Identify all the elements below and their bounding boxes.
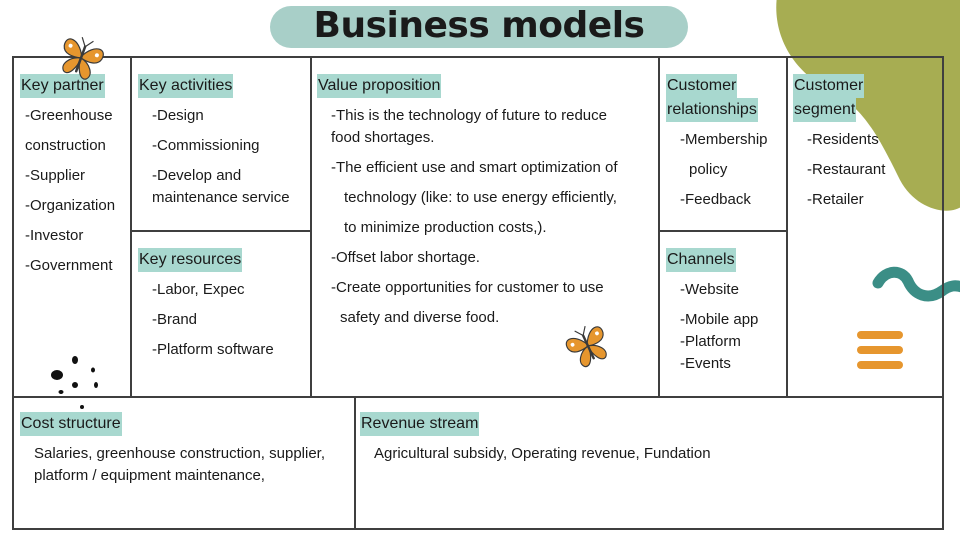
list-item: -Develop and (152, 167, 242, 184)
olive-blob-decoration (776, 0, 960, 211)
customer-segment-heading-line2: segment (793, 98, 857, 122)
orange-lines-decoration (857, 331, 903, 369)
key-partner-cell (14, 58, 132, 396)
black-dots-decoration (51, 356, 98, 409)
page-title: Business models (313, 5, 645, 46)
list-item: -Investor (25, 227, 84, 244)
list-item: -The efficient use and smart optimizatio… (331, 159, 618, 176)
cost-structure-cell (14, 396, 356, 528)
revenue-stream-heading: Revenue stream (360, 412, 480, 436)
list-item: -Events (680, 355, 731, 372)
list-item: technology (like: to use energy efficien… (344, 189, 617, 206)
list-item: -Greenhouse (25, 107, 113, 124)
list-item: safety and diverse food. (340, 309, 500, 326)
list-item: construction (25, 137, 106, 154)
customer-relationships-heading: Customer (666, 74, 738, 98)
list-item: -Brand (152, 311, 198, 328)
key-activities-heading: Key activities (138, 74, 234, 98)
butterfly-icon (62, 36, 104, 80)
list-item: -Commissioning (152, 137, 260, 154)
value-proposition-heading: Value proposition (317, 74, 442, 98)
customer-relationships-heading-line2: relationships (666, 98, 758, 122)
list-item: -Residents (807, 131, 879, 148)
cost-structure-heading: Cost structure (20, 412, 122, 436)
list-item: maintenance service (152, 189, 290, 206)
list-item: -Organization (25, 197, 116, 214)
list-item: policy (689, 161, 728, 178)
list-item: -Design (152, 107, 204, 124)
list-item: -Retailer (807, 191, 864, 208)
list-item: -Supplier (25, 167, 86, 184)
key-resources-heading: Key resources (138, 248, 243, 272)
value-proposition-cell (312, 58, 660, 396)
list-item: -Offset labor shortage. (331, 249, 480, 266)
customer-segment-heading: Customer (793, 74, 865, 98)
list-item: -Create opportunities for customer to us… (331, 279, 604, 296)
list-item: platform / equipment maintenance, (34, 467, 265, 484)
teal-wave-decoration (872, 266, 960, 302)
butterfly-icon (565, 326, 607, 368)
business-model-canvas: Key partner -Greenhouse construction -Su… (12, 56, 944, 530)
list-item: Agricultural subsidy, Operating revenue,… (374, 445, 711, 462)
list-item: -Mobile app (680, 311, 759, 328)
list-item: food shortages. (331, 129, 435, 146)
list-item: -Restaurant (807, 161, 886, 178)
key-resources-cell (132, 232, 312, 396)
list-item: -Feedback (680, 191, 751, 208)
revenue-stream-cell (356, 396, 942, 528)
list-item: -Platform (680, 333, 741, 350)
customer-relationships-cell (660, 58, 788, 232)
list-item: -Platform software (152, 341, 274, 358)
list-item: -Membership (680, 131, 768, 148)
list-item: -Government (25, 257, 113, 274)
list-item: -Website (680, 281, 739, 298)
key-activities-cell (132, 58, 312, 232)
title-background (270, 6, 688, 48)
key-partner-heading: Key partner (20, 74, 105, 98)
channels-heading: Channels (666, 248, 736, 272)
channels-cell (660, 232, 788, 396)
list-item: -Labor, Expec (152, 281, 245, 298)
list-item: -This is the technology of future to red… (331, 107, 607, 124)
list-item: Salaries, greenhouse construction, suppl… (34, 445, 326, 462)
list-item: to minimize production costs,). (344, 219, 547, 236)
